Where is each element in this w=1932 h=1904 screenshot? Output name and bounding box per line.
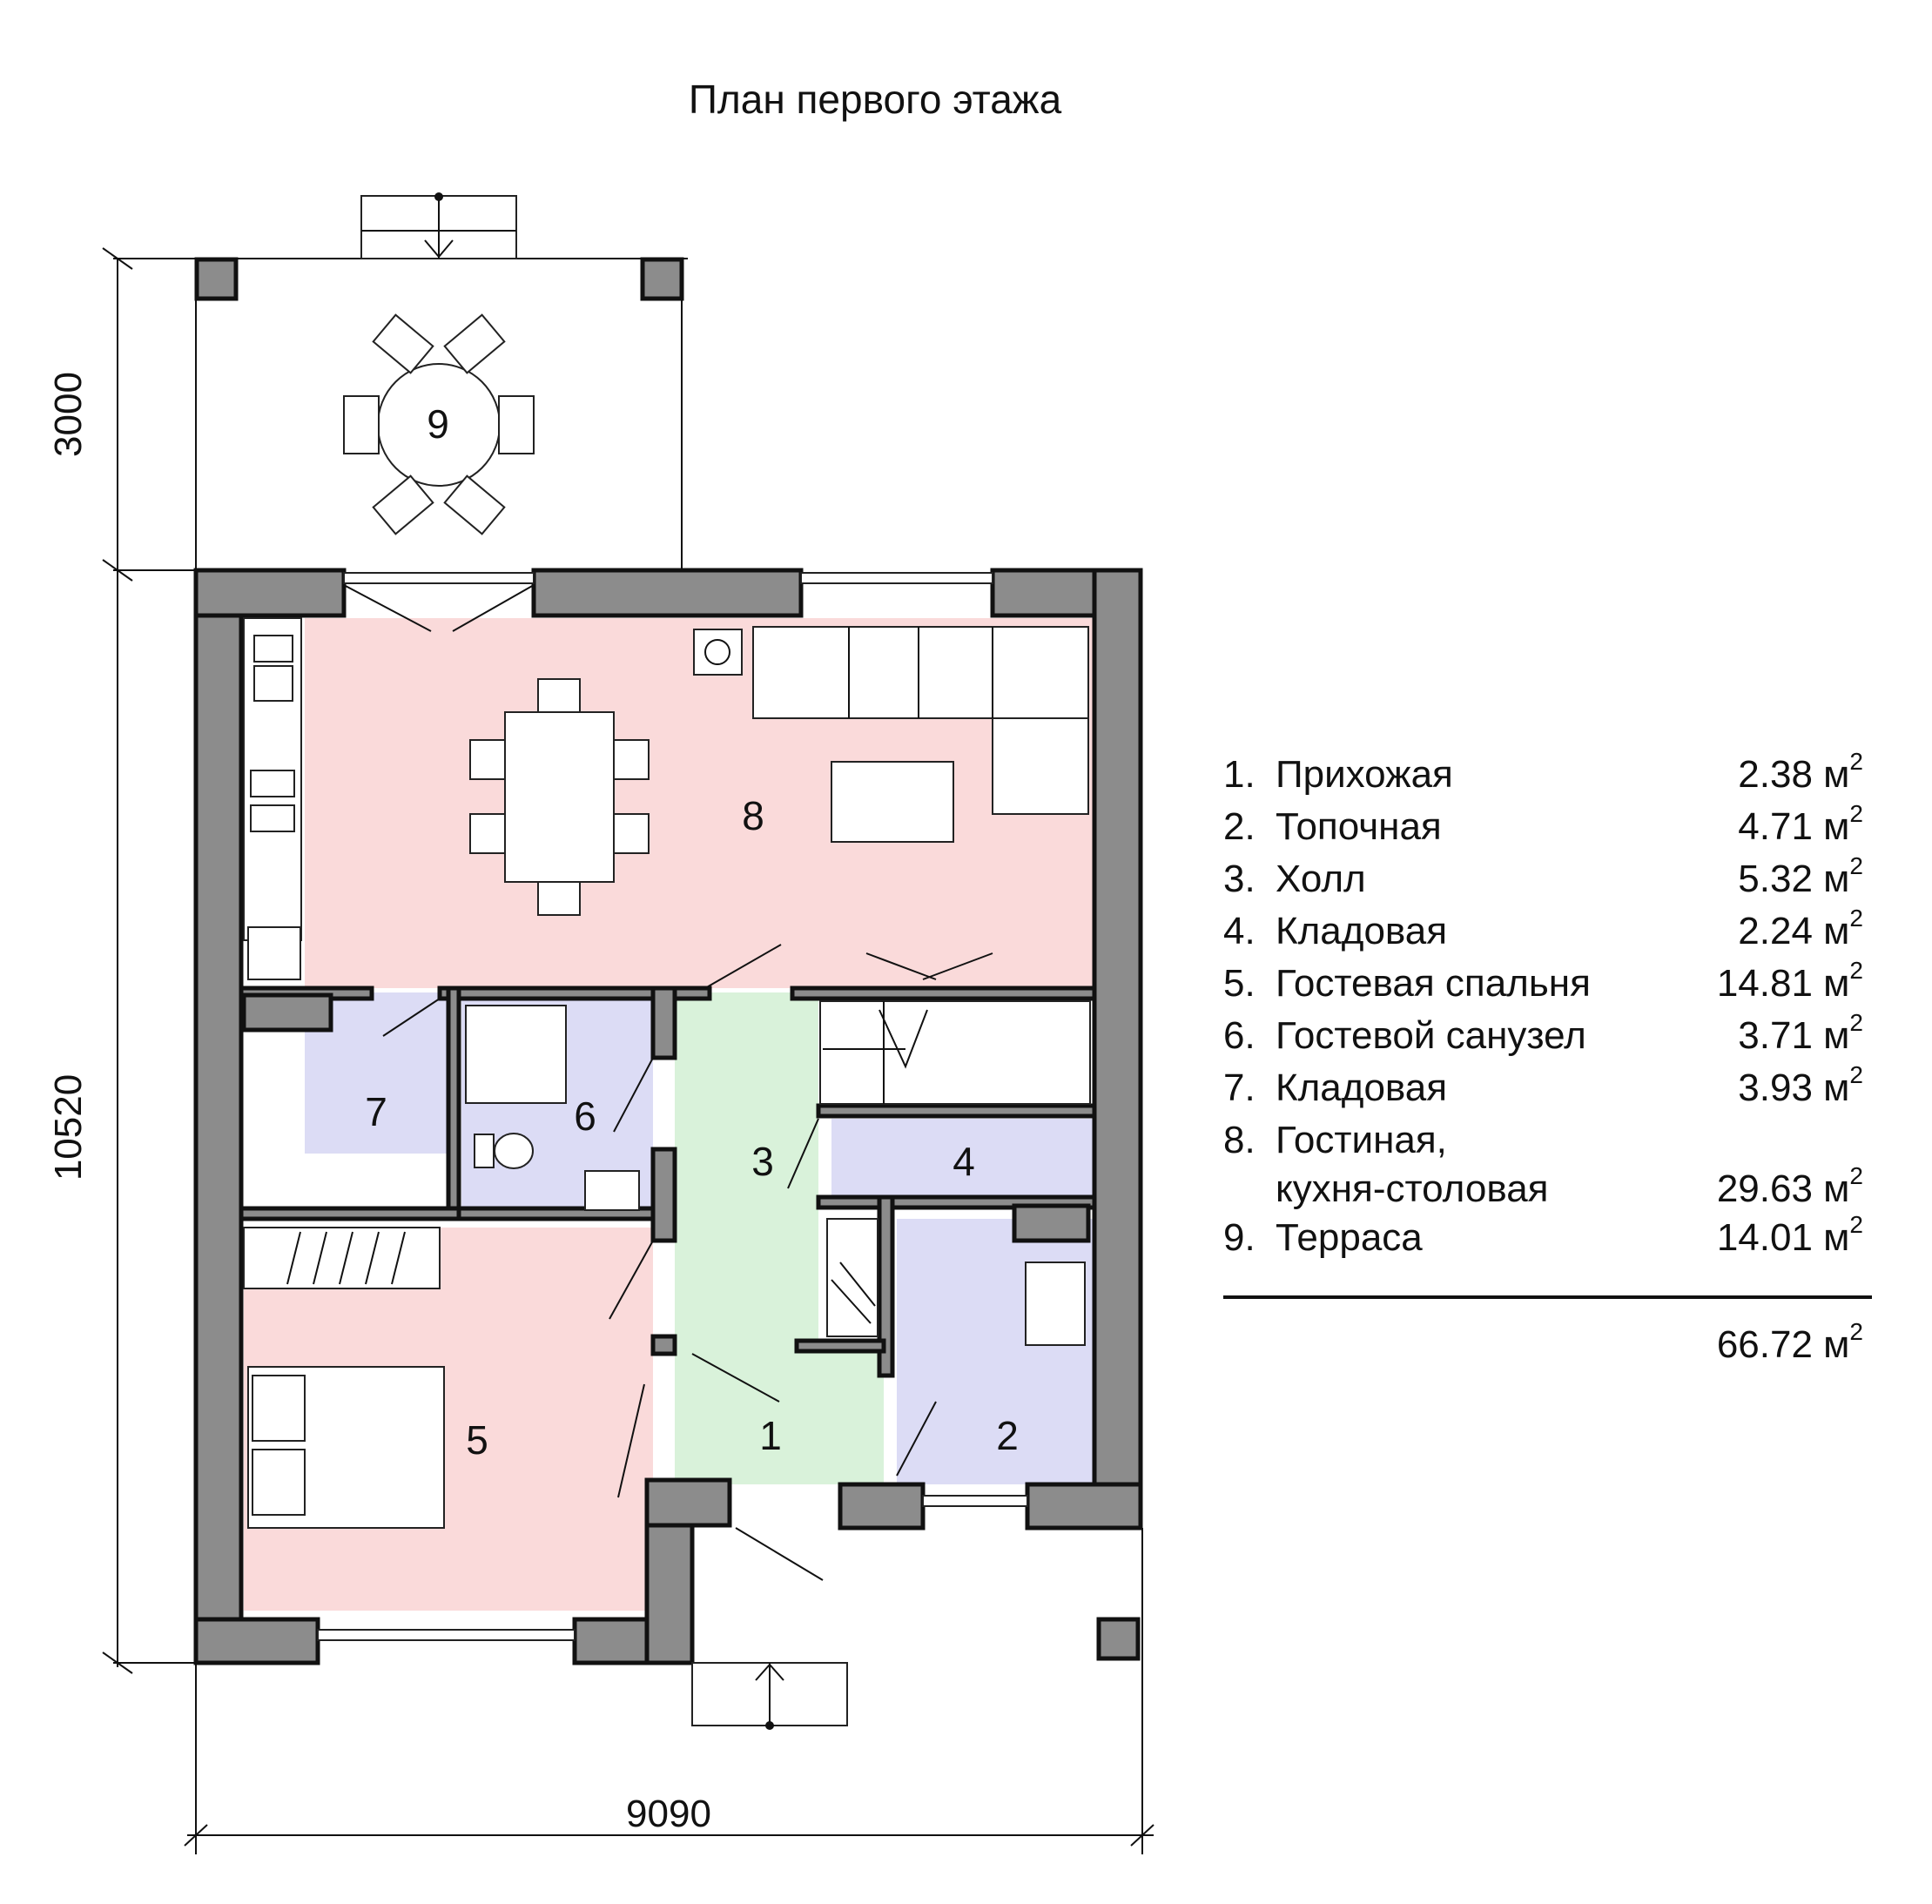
legend-row: 4. Кладовая 2.24 м2 bbox=[1223, 905, 1876, 958]
legend-row: 8. Гостиная, bbox=[1223, 1114, 1876, 1163]
legend-number: 5. bbox=[1223, 962, 1255, 1005]
plan-title: План первого этажа bbox=[689, 77, 1062, 122]
legend-row: 3. Холл 5.32 м2 bbox=[1223, 853, 1876, 905]
legend-row: 5. Гостевая спальня 14.81 м2 bbox=[1223, 958, 1876, 1010]
legend-total-divider bbox=[1223, 1295, 1872, 1299]
legend-row: 2. Топочная 4.71 м2 bbox=[1223, 801, 1876, 853]
room-number-7: 7 bbox=[365, 1089, 387, 1134]
room-2-fill bbox=[897, 1219, 1093, 1484]
legend-area: 5.32 м2 bbox=[1738, 852, 1863, 901]
legend-room-name: Топочная bbox=[1276, 805, 1442, 848]
room-number-1: 1 bbox=[759, 1413, 782, 1458]
legend-room-name-continued: кухня-столовая bbox=[1276, 1167, 1549, 1210]
room-number-4: 4 bbox=[953, 1139, 975, 1184]
terrace bbox=[113, 192, 688, 570]
legend-number: 6. bbox=[1223, 1014, 1255, 1057]
room-1-fill bbox=[675, 1349, 884, 1484]
legend-area: 2.38 м2 bbox=[1738, 748, 1863, 797]
dimension-width: 9090 bbox=[626, 1793, 711, 1835]
legend-number: 7. bbox=[1223, 1066, 1255, 1109]
legend-area: 14.01 м2 bbox=[1716, 1211, 1863, 1260]
doors bbox=[343, 584, 993, 1581]
dimension-height: 10520 bbox=[47, 1074, 90, 1181]
legend-room-name: Терраса bbox=[1276, 1216, 1423, 1259]
legend-total-area: 66.72 м2 bbox=[1716, 1318, 1863, 1367]
legend-row: 9. Терраса 14.01 м2 bbox=[1223, 1212, 1876, 1264]
room-number-6: 6 bbox=[574, 1093, 596, 1139]
legend-room-name: Гостиная, bbox=[1276, 1119, 1447, 1161]
room-number-3: 3 bbox=[751, 1139, 774, 1184]
room-number-5: 5 bbox=[466, 1417, 488, 1463]
legend-row: 6. Гостевой санузел 3.71 м2 bbox=[1223, 1010, 1876, 1062]
legend-row-continued: кухня-столовая 29.63 м2 bbox=[1223, 1163, 1876, 1212]
legend-room-name: Гостевой санузел bbox=[1276, 1014, 1586, 1057]
staircase bbox=[819, 1000, 1091, 1337]
room-3-fill bbox=[675, 992, 818, 1349]
legend-area: 3.93 м2 bbox=[1738, 1061, 1863, 1110]
room-number-9: 9 bbox=[427, 401, 449, 447]
legend-row: 7. Кладовая 3.93 м2 bbox=[1223, 1062, 1876, 1114]
room-number-2: 2 bbox=[996, 1413, 1019, 1458]
legend-number: 4. bbox=[1223, 910, 1255, 952]
room-legend: 1. Прихожая 2.38 м2 2. Топочная 4.71 м2 … bbox=[1223, 749, 1876, 1366]
legend-room-name: Кладовая bbox=[1276, 1066, 1448, 1109]
legend-area: 14.81 м2 bbox=[1716, 957, 1863, 1006]
legend-number: 9. bbox=[1223, 1216, 1255, 1259]
dimension-terrace: 3000 bbox=[47, 372, 90, 457]
room-4-fill bbox=[831, 1119, 1093, 1197]
legend-row: 1. Прихожая 2.38 м2 bbox=[1223, 749, 1876, 801]
round-table-with-chairs bbox=[343, 313, 535, 535]
legend-area: 4.71 м2 bbox=[1738, 800, 1863, 849]
legend-room-name: Прихожая bbox=[1276, 753, 1453, 796]
legend-room-name: Кладовая bbox=[1276, 910, 1448, 952]
legend-room-name: Холл bbox=[1276, 858, 1366, 900]
legend-number: 3. bbox=[1223, 858, 1255, 900]
legend-number: 2. bbox=[1223, 805, 1255, 848]
dimension-lines bbox=[102, 247, 1154, 1854]
room-number-8: 8 bbox=[742, 793, 764, 838]
legend-room-name: Гостевая спальня bbox=[1276, 962, 1591, 1005]
furniture bbox=[241, 617, 1141, 1730]
legend-number: 8. bbox=[1223, 1119, 1255, 1161]
legend-area: 29.63 м2 bbox=[1716, 1162, 1863, 1211]
legend-area: 3.71 м2 bbox=[1738, 1009, 1863, 1058]
legend-number: 1. bbox=[1223, 753, 1255, 796]
legend-area: 2.24 м2 bbox=[1738, 905, 1863, 953]
windows bbox=[317, 572, 1028, 1641]
